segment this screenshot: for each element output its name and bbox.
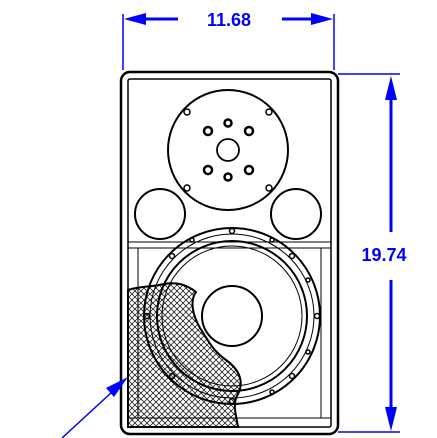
horn-bolt: [223, 172, 233, 182]
height-arrow-bottom: [385, 407, 397, 431]
horn-mount-screw: [183, 184, 191, 192]
horn-bolt: [202, 164, 214, 176]
horn-driver: [167, 89, 289, 211]
woofer-bolt: [269, 389, 275, 395]
woofer-bolt: [313, 312, 321, 320]
horn-bolt: [243, 125, 255, 137]
woofer-bolt: [168, 252, 176, 260]
woofer-bolt: [228, 227, 236, 235]
horn-throat: [216, 138, 240, 162]
horn-mount-screw: [265, 108, 273, 116]
woofer-bolt: [305, 277, 311, 283]
horn-mount-screw: [265, 184, 273, 192]
grille-cutaway: [127, 282, 242, 428]
height-arrow-top: [385, 76, 397, 100]
grille-leader-arrowhead: [106, 377, 128, 397]
grille-leader: [61, 377, 128, 438]
width-label: 11.68: [207, 10, 251, 30]
port-left: [134, 188, 186, 240]
width-arrow-right: [311, 13, 333, 25]
horn-bolt: [202, 125, 214, 137]
woofer-bolt: [288, 252, 296, 260]
horn-mount-screw: [183, 108, 191, 116]
horn-bolt: [243, 164, 255, 176]
woofer-bolt: [305, 349, 311, 355]
height-dimension: 19.74: [338, 73, 407, 433]
woofer-bolt: [189, 237, 195, 243]
width-dimension: 11.68: [122, 10, 335, 70]
height-label: 19.74: [361, 245, 406, 265]
width-arrow-left: [124, 13, 146, 25]
woofer-dust-cap: [201, 285, 263, 347]
woofer-bolt: [288, 372, 296, 380]
woofer-bolt: [269, 237, 275, 243]
horn-plate: [167, 89, 289, 211]
port-right: [270, 188, 322, 240]
grille-leader-line: [61, 391, 113, 438]
horn-bolt: [223, 118, 233, 128]
cabinet-outer: [119, 70, 340, 436]
